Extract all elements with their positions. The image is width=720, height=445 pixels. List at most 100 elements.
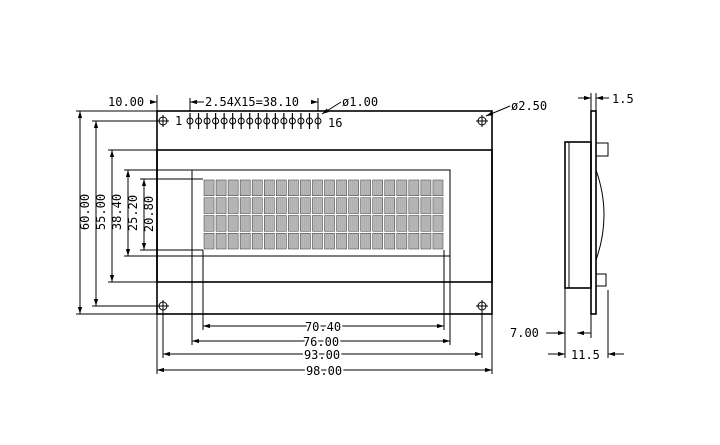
character-cell <box>324 215 335 232</box>
character-cell <box>203 197 215 214</box>
character-cell <box>348 179 359 196</box>
character-cell <box>288 197 299 214</box>
character-cell <box>203 179 215 196</box>
side-module-depth-dimension: 7.00 <box>510 326 539 340</box>
character-cell <box>384 179 396 196</box>
side-backlight-bulge <box>595 169 605 261</box>
height-outline-dimension: 60.00 <box>78 194 92 230</box>
side-pin-header <box>595 142 609 157</box>
character-cell <box>360 233 371 250</box>
character-cell <box>276 197 287 214</box>
character-cell <box>300 233 311 250</box>
character-cell <box>384 215 396 232</box>
character-cell <box>324 197 335 214</box>
width-active-area-dimension: 70.40 <box>305 320 341 334</box>
front-view: 1 16 <box>156 110 493 315</box>
character-cell <box>215 179 227 196</box>
side-connector-bottom <box>595 273 607 287</box>
character-cell <box>348 197 359 214</box>
character-cell <box>251 179 263 196</box>
height-viewing-area-dimension: 25.20 <box>126 195 140 231</box>
character-cell <box>264 215 275 232</box>
side-lcd-body <box>564 141 592 289</box>
width-outline-dimension: 98.00 <box>306 364 342 378</box>
character-cell <box>215 215 227 232</box>
height-dimensions: 60.00 55.00 38.40 25.20 20.80 <box>76 110 203 315</box>
pin-offset-dimension: 10.00 <box>108 95 144 109</box>
character-cell <box>336 215 347 232</box>
character-cell <box>276 179 287 196</box>
character-cell <box>432 179 444 196</box>
character-cell <box>264 179 275 196</box>
mounting-hole-bottom-right <box>476 300 488 312</box>
character-cell <box>372 215 384 232</box>
pin-last-label: 16 <box>328 116 342 130</box>
character-cell <box>408 233 420 250</box>
character-cell <box>227 233 239 250</box>
character-cell <box>288 233 299 250</box>
character-cell <box>300 215 311 232</box>
character-cell <box>300 197 311 214</box>
character-cell <box>312 233 323 250</box>
character-cell <box>215 233 227 250</box>
mounting-hole-top-right <box>476 115 488 127</box>
character-cell <box>215 197 227 214</box>
character-cell <box>251 197 263 214</box>
character-cell <box>396 233 408 250</box>
character-cell <box>408 179 420 196</box>
character-cell <box>264 197 275 214</box>
character-cell <box>288 179 299 196</box>
viewing-area <box>191 169 451 257</box>
hole-diameter-label: ø2.50 <box>511 99 547 113</box>
character-cell <box>360 197 371 214</box>
character-cell <box>227 179 239 196</box>
character-cell <box>324 233 335 250</box>
character-cell <box>276 215 287 232</box>
character-cell <box>348 233 359 250</box>
width-viewing-area-dimension: 76.00 <box>303 335 339 349</box>
character-cell <box>396 179 408 196</box>
width-dimensions: 70.40 76.00 93.00 98.00 <box>156 250 493 380</box>
character-cell <box>384 197 396 214</box>
character-cell <box>312 215 323 232</box>
character-cell <box>360 215 371 232</box>
character-cell <box>384 233 396 250</box>
character-cell <box>336 233 347 250</box>
side-total-depth-dimension: 11.5 <box>571 348 600 362</box>
character-cell <box>420 179 432 196</box>
height-hole-spacing-dimension: 55.00 <box>94 194 108 230</box>
character-cell <box>203 233 215 250</box>
character-cell <box>432 233 444 250</box>
character-cell <box>239 179 251 196</box>
character-cell <box>432 197 444 214</box>
width-hole-spacing-dimension: 93.00 <box>304 348 340 362</box>
top-dimensions: 10.00 2.54X15=38.10 ø1.00 ø2.50 <box>108 95 547 117</box>
height-active-area-dimension: 20.80 <box>142 196 156 232</box>
mounting-hole-bottom-left <box>157 300 169 312</box>
character-cell <box>239 197 251 214</box>
character-cell <box>408 215 420 232</box>
character-cell <box>396 215 408 232</box>
character-cell <box>372 179 384 196</box>
bezel-frame <box>156 149 493 283</box>
character-cell <box>276 233 287 250</box>
character-cell <box>312 179 323 196</box>
character-cell <box>324 179 335 196</box>
character-cell <box>372 197 384 214</box>
side-pcb-thickness-dimension: 1.5 <box>612 92 634 106</box>
character-cell <box>420 197 432 214</box>
character-cell <box>372 233 384 250</box>
character-cell <box>336 179 347 196</box>
character-cell <box>251 233 263 250</box>
character-cell <box>288 215 299 232</box>
character-grid <box>203 179 444 250</box>
character-cell <box>408 197 420 214</box>
character-cell <box>300 179 311 196</box>
character-cell <box>227 197 239 214</box>
character-cell <box>227 215 239 232</box>
character-cell <box>264 233 275 250</box>
character-cell <box>239 215 251 232</box>
mounting-hole-top-left <box>157 115 169 127</box>
character-cell <box>360 179 371 196</box>
